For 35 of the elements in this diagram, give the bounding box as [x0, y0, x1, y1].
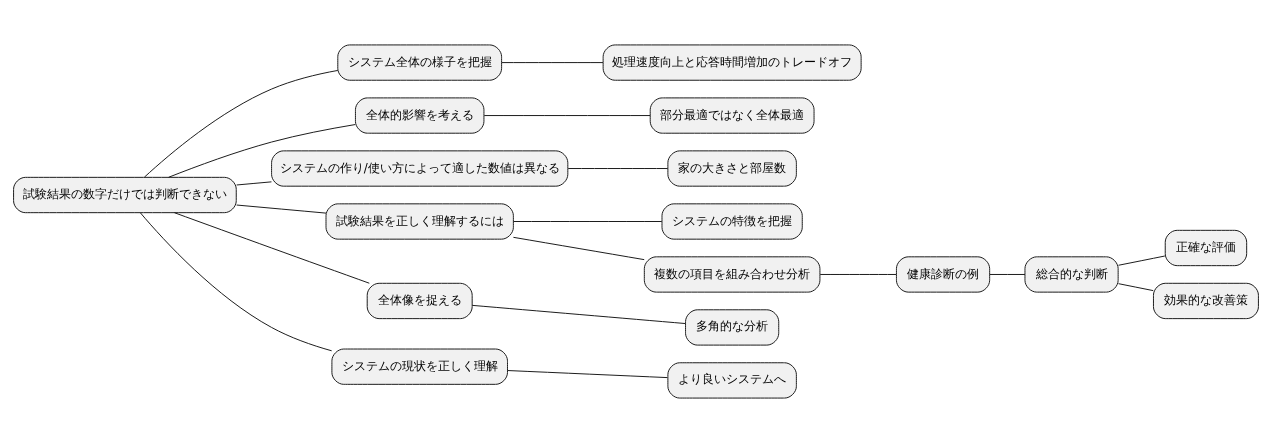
node-box: 総合的な判断	[1024, 256, 1119, 293]
connector	[512, 236, 645, 261]
connector	[989, 274, 1026, 275]
connector	[567, 168, 669, 169]
node-box: システム全体の様子を把握	[337, 44, 503, 81]
connector	[143, 69, 339, 178]
connector	[1118, 255, 1166, 266]
connector	[512, 221, 663, 222]
connector	[173, 212, 370, 284]
node-box: より良いシステムへ	[667, 362, 797, 399]
node-box: 効果的な改善策	[1153, 282, 1259, 320]
node-box: 試験結果の数字だけでは判断できない	[13, 176, 237, 214]
node-box: 家の大きさと部屋数	[667, 150, 797, 187]
node-box: システムの作り/使い方によって適した数値は異なる	[271, 150, 569, 187]
connector	[471, 304, 686, 325]
connector	[168, 124, 356, 178]
connector	[236, 181, 272, 186]
connector	[501, 62, 604, 64]
connector	[236, 204, 327, 214]
node-box: システムの特徴を把握	[661, 203, 803, 240]
node-box: システムの現状を正しく理解	[331, 348, 508, 385]
connector	[1118, 283, 1154, 292]
node-box: 試験結果を正しく理解するには	[325, 203, 514, 240]
connector	[819, 274, 897, 275]
node-box: 全体的影響を考える	[354, 97, 485, 134]
connector	[140, 212, 333, 352]
node-box: 複数の項目を組み合わせ分析	[643, 256, 821, 293]
node-box: 正確な評価	[1164, 229, 1248, 267]
node-box: 全体像を捉える	[366, 282, 473, 320]
node-box: 処理速度向上と応答時間増加のトレードオフ	[602, 44, 862, 81]
node-box: 部分最適ではなく全体最適	[649, 97, 815, 134]
node-box: 多角的な分析	[685, 309, 780, 346]
node-box: 健康診断の例	[895, 256, 991, 293]
connector	[483, 115, 651, 117]
connector	[507, 370, 668, 379]
